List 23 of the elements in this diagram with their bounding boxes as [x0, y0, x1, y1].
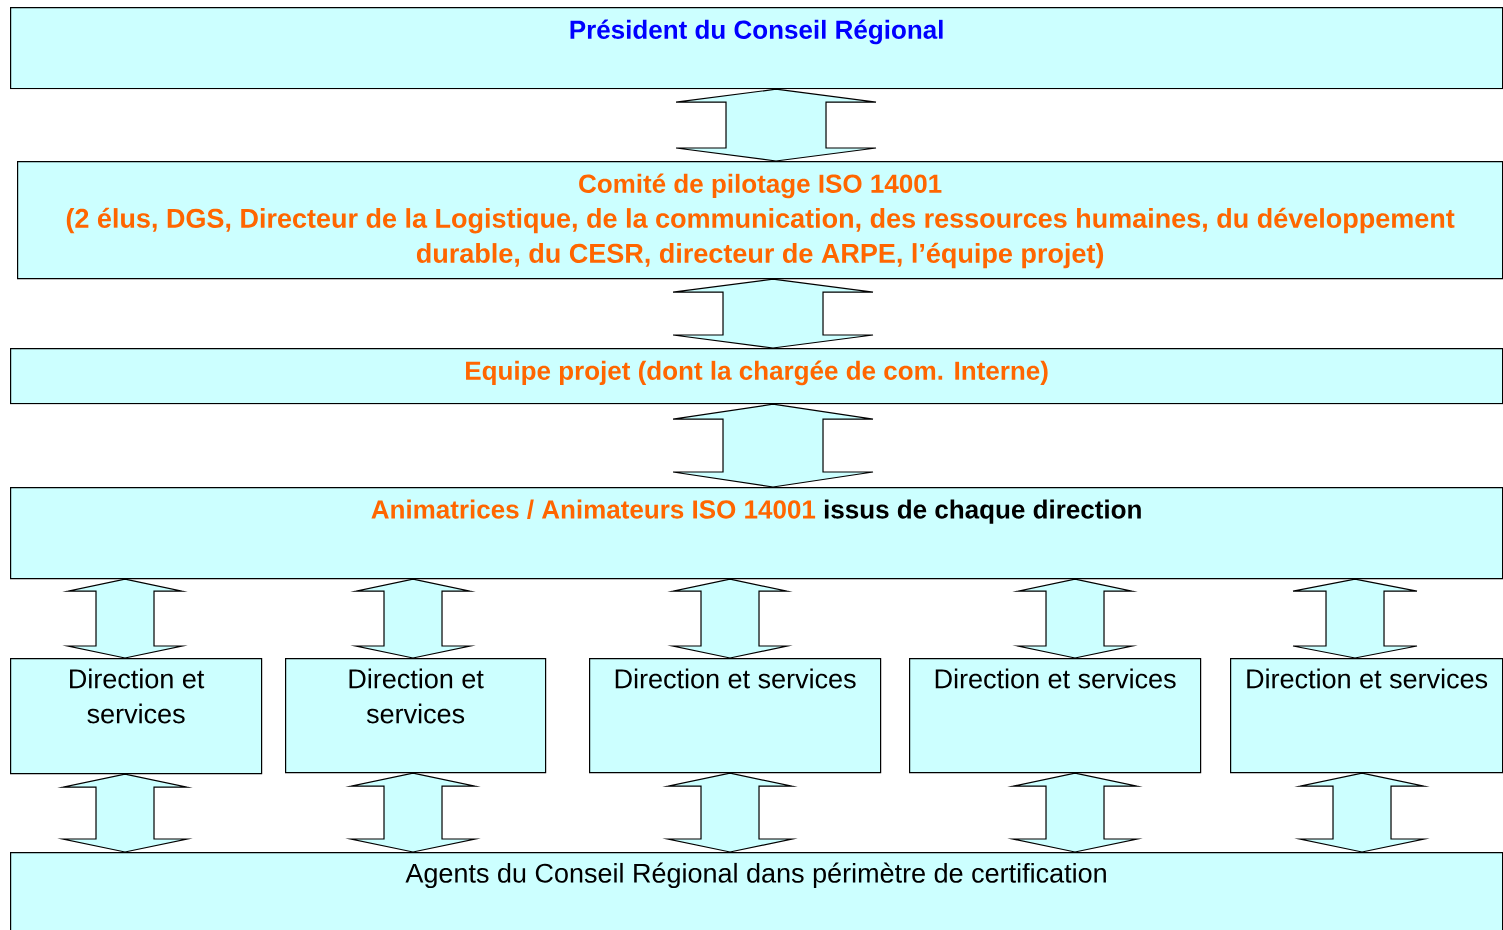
double-arrow — [1294, 772, 1430, 853]
double-arrow — [667, 578, 793, 659]
box: Président du Conseil Régional — [10, 7, 1503, 90]
box: Agents du Conseil Régional dans périmètre de certification — [10, 852, 1503, 930]
double-arrow — [1007, 772, 1143, 853]
double-arrow — [662, 772, 798, 853]
box: Direction et services — [1230, 658, 1503, 774]
double-arrow — [672, 278, 874, 349]
box: Direction et services — [285, 658, 547, 774]
box: Direction et services — [909, 658, 1202, 774]
double-arrow — [345, 772, 481, 853]
double-arrow — [62, 578, 188, 659]
double-arrow — [672, 403, 874, 488]
box: Direction et services — [589, 658, 882, 774]
double-arrow — [675, 88, 877, 162]
double-arrow — [1012, 578, 1138, 659]
box: Comité de pilotage ISO 14001 (2 élus, DGS, Directeur de la Logistique, de la communication, des ressources humaines, du développement durable, du CESR, directeur de ARPE, l’équipe projet) — [17, 161, 1503, 280]
box: Direction et services — [10, 658, 263, 775]
double-arrow — [350, 578, 476, 659]
double-arrow — [1292, 578, 1418, 659]
box: Equipe projet (dont la chargée de com. Interne) — [10, 348, 1503, 405]
box: Animatrices / Animateurs ISO 14001 issus de chaque direction — [10, 487, 1503, 580]
double-arrow — [57, 773, 193, 853]
